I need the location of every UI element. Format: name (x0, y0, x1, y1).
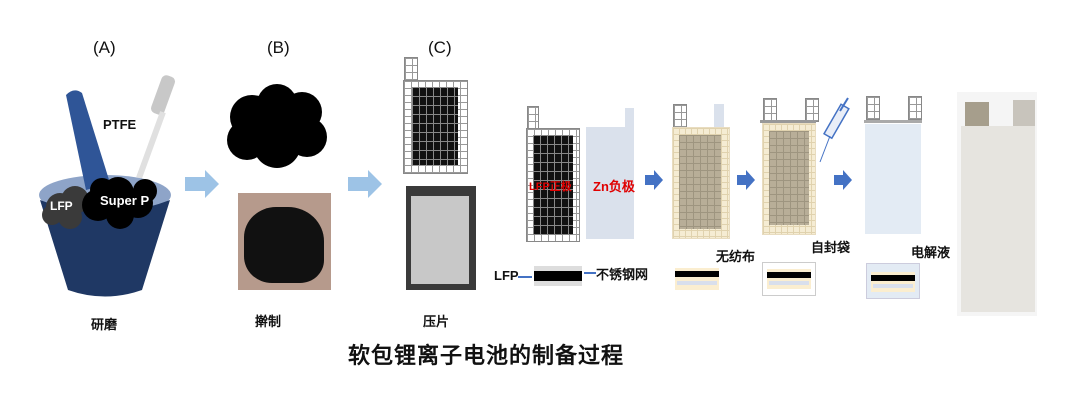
panel-c-label: (C) (428, 38, 452, 57)
ptfe-label: PTFE (103, 117, 137, 132)
anode-tab (625, 108, 634, 128)
arrow-right-icon (185, 170, 219, 198)
bagged-cell (762, 123, 816, 235)
tab (714, 104, 724, 128)
panel-c-caption: 压片 (423, 314, 450, 329)
panel-b-label: (B) (267, 38, 290, 57)
pressed-electrode-mesh (403, 80, 468, 174)
bag-label: 自封袋 (811, 240, 851, 255)
separator-wrapped-cell (672, 127, 730, 239)
cathode-label: LFP正极 (529, 181, 572, 193)
cross-section-bag (762, 262, 816, 296)
seal-line (760, 120, 816, 123)
finished-pouch-cell-photo (957, 92, 1037, 316)
panel-b-caption: 擀制 (255, 314, 282, 329)
seal-line (864, 120, 922, 123)
rolled-electrode-photo (238, 193, 331, 290)
syringe-icon (819, 97, 850, 163)
super-p-powder (82, 177, 157, 229)
cross-section-electrolyte (866, 263, 920, 299)
electrode-dough-illustration (227, 84, 327, 168)
separator-label: 无纺布 (716, 249, 756, 264)
mesh-pointer-label: 不锈钢网 (596, 267, 649, 282)
tab (908, 96, 922, 120)
arrow-right-icon (737, 170, 755, 190)
lfp-pointer-label: LFP (494, 268, 519, 283)
tab (763, 98, 777, 122)
lfp-label: LFP (50, 199, 73, 213)
tab (805, 98, 819, 122)
mortar-pestle-illustration (39, 75, 176, 297)
electrolyte-label: 电解液 (911, 245, 951, 260)
super-p-label: Super P (100, 193, 150, 208)
panel-a-label: (A) (93, 38, 116, 57)
arrow-right-icon (645, 170, 663, 190)
arrow-right-icon (834, 170, 852, 190)
arrow-right-icon (348, 170, 382, 198)
panel-a-caption: 研磨 (91, 317, 118, 332)
cross-section-cathode (534, 266, 582, 286)
electrolyte-filled-cell (865, 124, 921, 234)
anode-label: Zn负极 (593, 179, 635, 194)
mesh-tab (404, 57, 418, 83)
pointer-arrow (518, 276, 532, 278)
dropper-icon (136, 75, 176, 179)
cross-section-separator (675, 268, 719, 290)
lfp-cathode (526, 128, 580, 242)
figure-title: 软包锂离子电池的制备过程 (348, 343, 625, 369)
pestle-icon (66, 90, 110, 190)
pointer-arrow (584, 272, 596, 274)
zn-anode (586, 127, 634, 239)
pressed-electrode-photo (406, 186, 476, 290)
lfp-powder (42, 186, 89, 229)
tab (673, 104, 687, 130)
cathode-tab (527, 106, 539, 130)
tab (866, 96, 880, 120)
